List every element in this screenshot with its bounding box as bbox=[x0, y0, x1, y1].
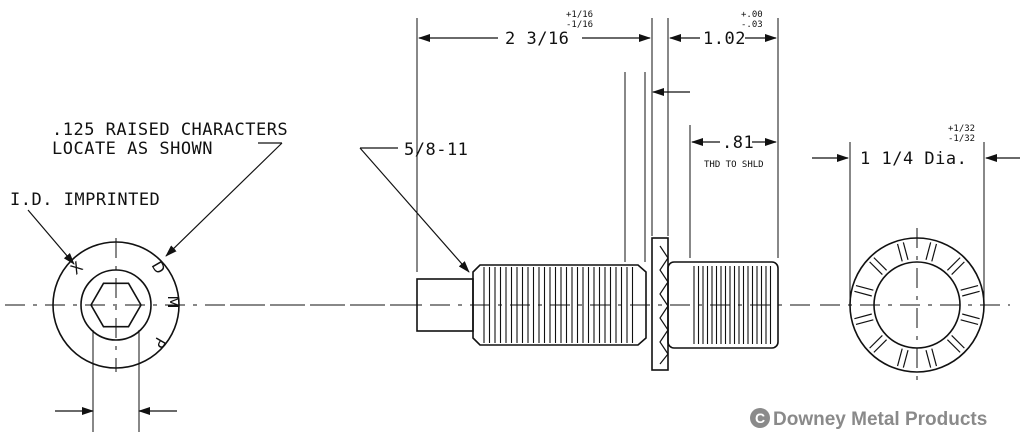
flange-end-view bbox=[812, 142, 1020, 385]
end-view-head bbox=[5, 238, 420, 432]
serration-mark bbox=[962, 313, 980, 320]
overall-length-value: 2 3/16 bbox=[505, 29, 569, 49]
serration-mark bbox=[896, 243, 903, 262]
flange-serration-marks bbox=[854, 242, 980, 368]
stamp-characters: X D M P bbox=[67, 258, 182, 351]
serration-mark bbox=[854, 313, 872, 320]
serration-mark bbox=[854, 290, 872, 297]
side-extension-lines bbox=[416, 18, 779, 272]
flange-diameter-tol-plus: +1/32 bbox=[948, 124, 975, 134]
shank-length-value: 1.02 bbox=[703, 29, 746, 49]
serration-mark bbox=[902, 242, 909, 260]
watermark-text: Downey Metal Products bbox=[773, 409, 987, 430]
flange-diameter-tol-minus: -1/32 bbox=[948, 134, 975, 144]
serration-mark bbox=[873, 257, 888, 271]
copyright-symbol: C bbox=[755, 410, 765, 426]
raised-characters-line2: LOCATE AS SHOWN bbox=[52, 139, 213, 159]
serration-mark bbox=[960, 284, 979, 291]
stamp-char-d: D bbox=[148, 258, 169, 277]
side-view-bolt bbox=[230, 237, 812, 371]
serration-mark bbox=[951, 261, 965, 276]
annotation-leaders bbox=[27, 142, 470, 273]
shank-length-tol-plus: +.00 bbox=[741, 10, 763, 20]
serration-mark bbox=[869, 334, 883, 349]
threaded-section bbox=[472, 264, 647, 346]
thread-to-shoulder-note: THD TO SHLD bbox=[704, 160, 764, 170]
stamp-char-x: X bbox=[67, 258, 86, 278]
serration-mark bbox=[931, 243, 938, 262]
serration-mark bbox=[946, 257, 961, 271]
shank-length-tol-minus: -.03 bbox=[741, 20, 763, 30]
watermark: C Downey Metal Products bbox=[750, 408, 987, 430]
knurled-shank bbox=[667, 261, 779, 349]
copyright-icon bbox=[750, 408, 770, 428]
stamp-char-p: P bbox=[149, 334, 169, 351]
thread-size-label: 5/8-11 bbox=[404, 140, 468, 160]
serration-mark bbox=[931, 348, 938, 367]
side-dimension-lines bbox=[418, 34, 777, 146]
socket-circle bbox=[80, 269, 152, 341]
flange-diameter-value: 1 1/4 Dia. bbox=[860, 149, 967, 169]
serration-mark bbox=[960, 319, 979, 326]
thread-to-shoulder-value: .81 bbox=[722, 133, 754, 153]
flange-inner-circle bbox=[873, 261, 961, 349]
id-imprinted-label: I.D. IMPRINTED bbox=[10, 190, 160, 210]
head-outer-circle bbox=[52, 241, 180, 369]
thread-lines bbox=[483, 267, 634, 343]
serration-mark bbox=[925, 350, 932, 368]
serration-mark bbox=[873, 339, 888, 353]
knurl-lines bbox=[693, 266, 772, 344]
stamp-char-m: M bbox=[164, 296, 182, 309]
serration-mark bbox=[925, 242, 932, 260]
serration-mark bbox=[951, 334, 965, 349]
flange-outer-circle bbox=[849, 237, 985, 373]
serration-mark bbox=[946, 339, 961, 353]
thread-leader bbox=[359, 147, 470, 273]
overall-length-tol-plus: +1/16 bbox=[566, 10, 593, 20]
raised-characters-leader bbox=[165, 142, 283, 257]
serration-mark bbox=[896, 348, 903, 367]
raised-characters-line1: .125 RAISED CHARACTERS bbox=[52, 120, 288, 140]
serration-mark bbox=[902, 350, 909, 368]
serration-mark bbox=[869, 261, 883, 276]
serration-mark bbox=[962, 290, 980, 297]
hex-socket bbox=[90, 282, 142, 328]
serration-mark bbox=[855, 284, 874, 291]
overall-length-tol-minus: -1/16 bbox=[566, 20, 593, 30]
id-imprinted-leader bbox=[27, 209, 75, 265]
serration-mark bbox=[855, 319, 874, 326]
